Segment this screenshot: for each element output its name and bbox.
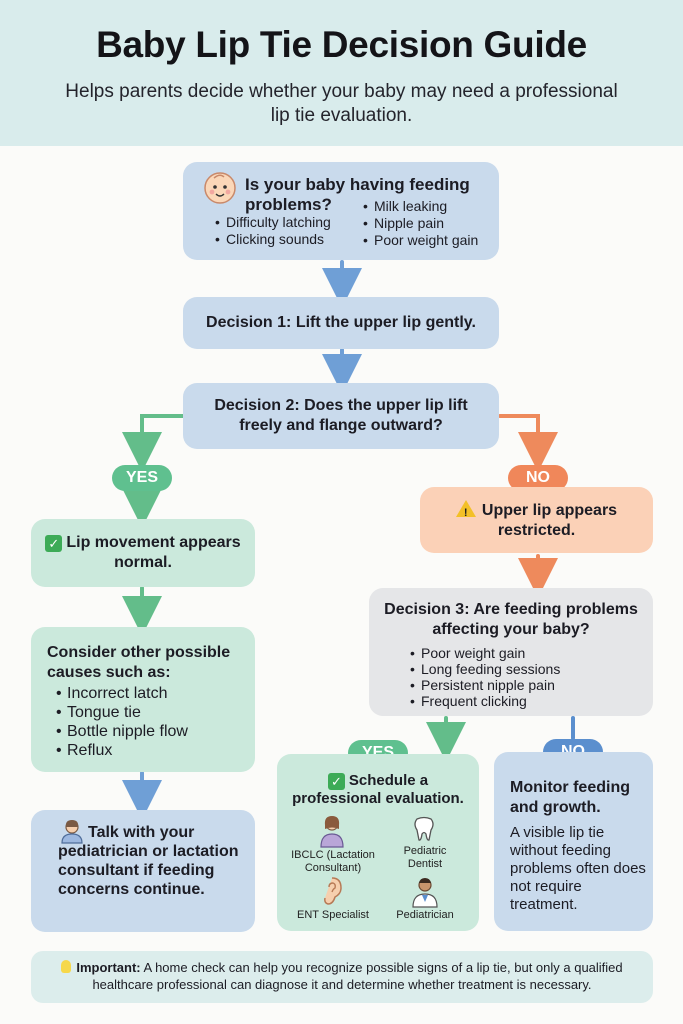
talk-text: Talk with your pediatrician or lactation… <box>58 824 239 898</box>
important-note: Important: A home check can help you rec… <box>31 951 653 1003</box>
pro-label-ent: ENT Specialist <box>297 909 369 921</box>
no-label-right: NO <box>508 465 568 491</box>
lactation-consultant-icon <box>320 816 344 848</box>
lip-normal-text: Lip movement appears normal. <box>66 534 241 571</box>
header-banner: Baby Lip Tie Decision Guide Helps parent… <box>0 0 683 146</box>
pro-label-ibclc: IBCLC (Lactation Consultant) <box>291 849 375 874</box>
pro-label-dentist: Pediatric Dentist <box>403 845 447 870</box>
ear-icon <box>324 877 342 905</box>
list-item: Clicking sounds <box>215 231 331 248</box>
arrow-d2-to-yes <box>122 414 186 472</box>
decision-1-box: Decision 1: Lift the upper lip gently. <box>183 297 499 349</box>
other-causes-heading: Consider other possible causes such as: <box>47 644 231 681</box>
list-item: Incorrect latch <box>56 684 188 703</box>
decision-3-text: Decision 3: Are feeding problems affecti… <box>384 601 638 638</box>
arrow-d2-to-no <box>498 414 558 472</box>
list-item: Reflux <box>56 741 188 760</box>
schedule-text: ✓Schedule a professional evaluation. <box>292 772 464 807</box>
list-item: Frequent clicking <box>410 693 560 709</box>
list-item: Long feeding sessions <box>410 661 560 677</box>
restricted-text: Upper lip appears restricted. <box>481 502 618 539</box>
start-question: Is your baby having feeding problems? <box>245 175 470 214</box>
page-subtitle: Helps parents decide whether your baby m… <box>65 81 618 126</box>
pro-label-pediatrician: Pediatrician <box>396 909 454 921</box>
decision-1-text: Decision 1: Lift the upper lip gently. <box>206 314 476 331</box>
list-item: Poor weight gain <box>363 232 478 249</box>
lip-normal-box: ✓Lip movement appears normal. <box>31 519 255 587</box>
tooth-icon <box>414 816 434 841</box>
list-item: Difficulty latching <box>215 214 331 231</box>
list-item: Bottle nipple flow <box>56 722 188 741</box>
check-icon: ✓ <box>327 773 345 790</box>
start-symptoms-right: Milk leaking Nipple pain Poor weight gai… <box>363 198 478 249</box>
start-question-box: Is your baby having feeding problems? Di… <box>183 162 499 260</box>
decision-2-text: Decision 2: Does the upper lip lift free… <box>214 397 468 434</box>
restricted-box: ! Upper lip appears restricted. <box>420 487 653 553</box>
list-item: Milk leaking <box>363 198 478 215</box>
other-causes-box: Consider other possible causes such as: … <box>31 627 255 772</box>
list-item: Persistent nipple pain <box>410 677 560 693</box>
page-title: Baby Lip Tie Decision Guide <box>96 24 587 65</box>
monitor-text: A visible lip tie without feeding proble… <box>510 824 646 913</box>
important-text: A home check can help you recognize poss… <box>92 960 623 992</box>
list-item: Nipple pain <box>363 215 478 232</box>
monitor-box: Monitor feeding and growth. A visible li… <box>494 752 653 931</box>
other-causes-list: Incorrect latch Tongue tie Bottle nipple… <box>56 684 188 760</box>
list-item: Tongue tie <box>56 703 188 722</box>
doctor-icon <box>412 878 438 908</box>
list-item: Poor weight gain <box>410 645 560 661</box>
consultant-icon <box>61 820 83 844</box>
warning-icon: ! <box>455 500 476 519</box>
monitor-heading: Monitor feeding and growth. <box>510 779 630 816</box>
check-icon: ✓ <box>45 535 63 552</box>
decision-3-list: Poor weight gain Long feeding sessions P… <box>410 645 560 709</box>
baby-face-icon <box>204 172 236 204</box>
important-label: Important: <box>76 960 141 975</box>
start-symptoms-left: Difficulty latching Clicking sounds <box>215 214 331 248</box>
lightbulb-icon <box>61 960 72 973</box>
decision-2-box: Decision 2: Does the upper lip lift free… <box>183 383 499 449</box>
decision-3-box: Decision 3: Are feeding problems affecti… <box>369 588 653 716</box>
yes-label-left: YES <box>112 465 172 491</box>
schedule-box: ✓Schedule a professional evaluation. IBC… <box>277 754 479 931</box>
talk-box: Talk with your pediatrician or lactation… <box>31 810 255 932</box>
